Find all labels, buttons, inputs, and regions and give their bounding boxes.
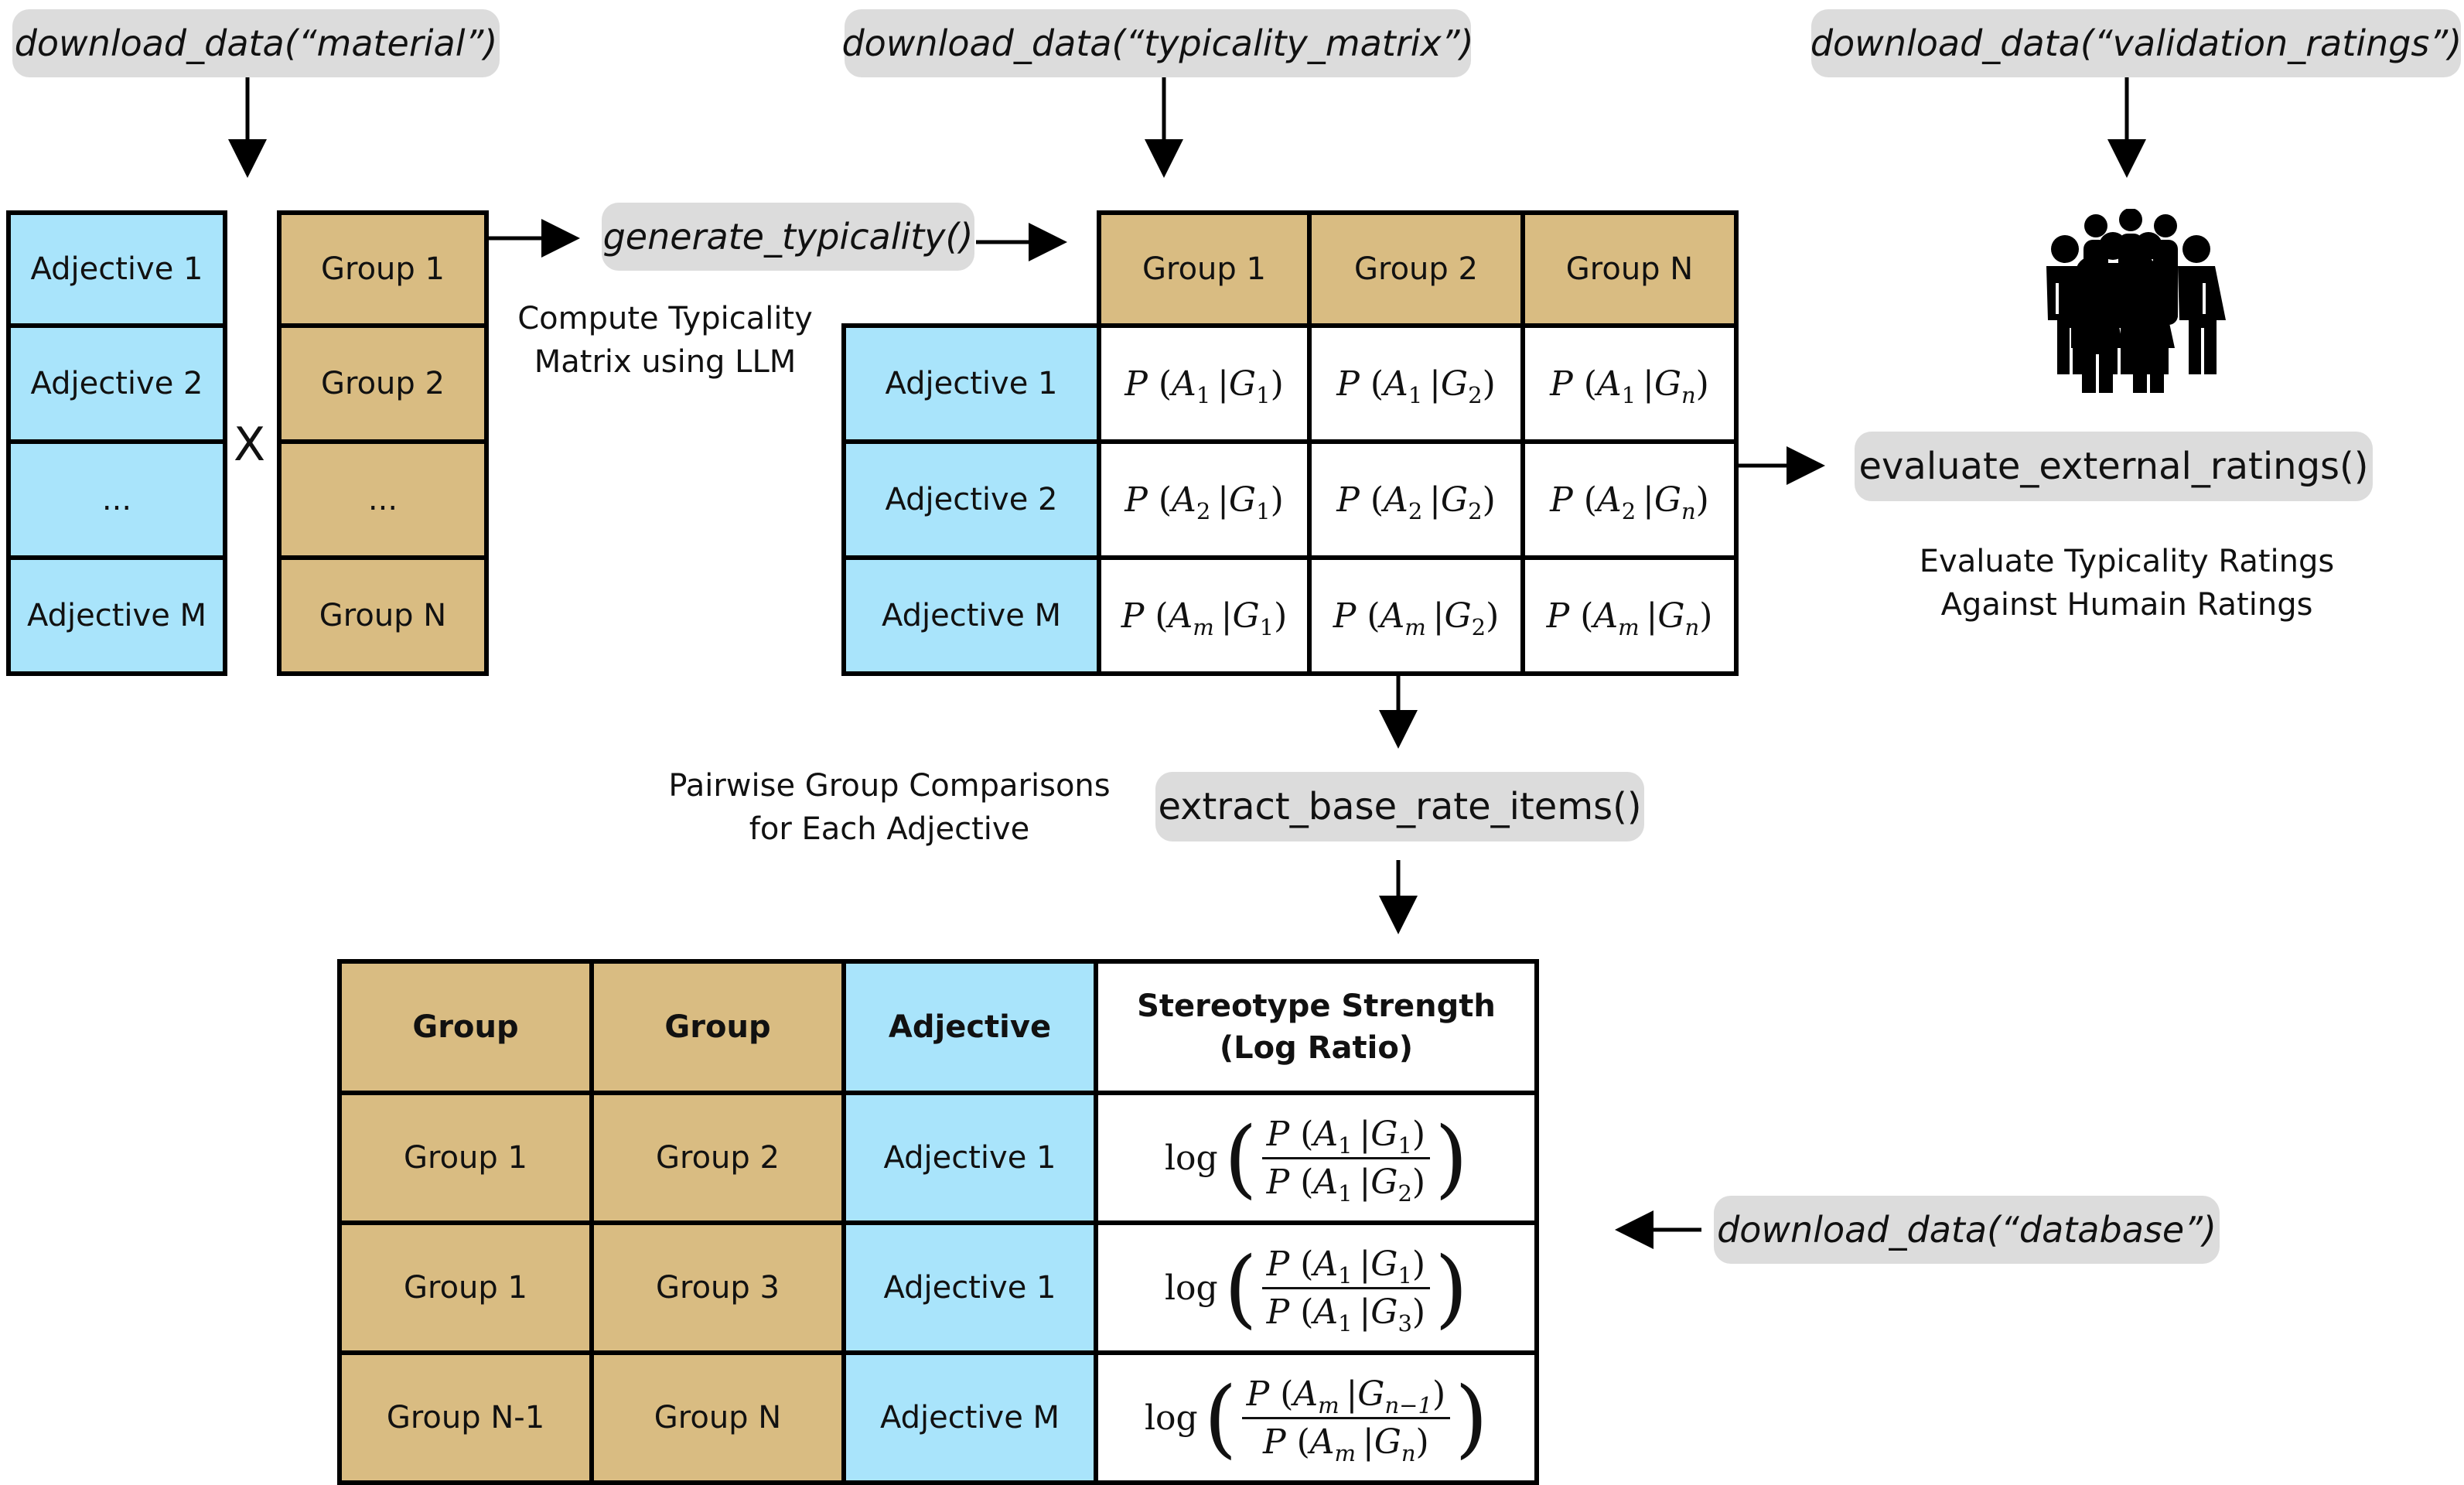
group-list-item: Group N: [277, 555, 489, 676]
note-line: for Each Adjective: [749, 811, 1030, 847]
note-line: Against Humain Ratings: [1940, 587, 2313, 623]
table-cell-group: Group 1: [337, 1220, 594, 1355]
matrix-probability-cell: P (Am |G2): [1307, 555, 1525, 676]
matrix-column-header: Group N: [1520, 210, 1739, 328]
table-cell-adjective: Adjective 1: [841, 1091, 1098, 1225]
matrix-probability-cell: P (A1 |G1): [1097, 323, 1312, 444]
table-header-group: Group: [337, 959, 594, 1095]
evaluate-ratings-note: Evaluate Typicality Ratings Against Huma…: [1879, 540, 2374, 626]
table-cell-log-ratio: log( P (A1 |G1) P (A1 |G2) ): [1094, 1091, 1539, 1225]
download-typicality-matrix-call: download_data(“typicality_matrix”): [841, 9, 1474, 77]
table-header-adjective: Adjective: [841, 959, 1098, 1095]
adjective-list-item: Adjective 2: [6, 323, 227, 444]
table-cell-group: Group N: [589, 1350, 846, 1485]
table-cell-adjective: Adjective 1: [841, 1220, 1098, 1355]
header-line: Stereotype Strength: [1137, 988, 1496, 1024]
adjective-list-item: Adjective M: [6, 555, 227, 676]
group-list-item: Group 1: [277, 210, 489, 328]
note-line: Matrix using LLM: [534, 344, 797, 380]
matrix-row-header: Adjective M: [841, 555, 1101, 676]
table-cell-adjective: Adjective M: [841, 1350, 1098, 1485]
matrix-probability-cell: P (Am |Gn): [1520, 555, 1739, 676]
header-line: (Log Ratio): [1219, 1030, 1414, 1066]
pairwise-comparisons-note: Pairwise Group Comparisons for Each Adje…: [657, 764, 1121, 851]
matrix-column-header: Group 2: [1307, 210, 1525, 328]
note-line: Pairwise Group Comparisons: [668, 768, 1111, 804]
group-list-item: Group 2: [277, 323, 489, 444]
matrix-row-header: Adjective 1: [841, 323, 1101, 444]
matrix-probability-cell: P (Am |G1): [1097, 555, 1312, 676]
matrix-column-header: Group 1: [1097, 210, 1312, 328]
adjective-list-item: Adjective 1: [6, 210, 227, 328]
table-header-stereotype-strength: Stereotype Strength (Log Ratio): [1094, 959, 1539, 1095]
matrix-probability-cell: P (A1 |Gn): [1520, 323, 1739, 444]
matrix-probability-cell: P (A2 |G1): [1097, 439, 1312, 560]
table-cell-group: Group 3: [589, 1220, 846, 1355]
download-material-call: download_data(“material”): [12, 9, 500, 77]
matrix-probability-cell: P (A2 |G2): [1307, 439, 1525, 560]
matrix-probability-cell: P (A1 |G2): [1307, 323, 1525, 444]
note-line: Evaluate Typicality Ratings: [1919, 544, 2335, 579]
note-line: Compute Typicality: [517, 301, 813, 336]
extract-base-rate-items-call: extract_base_rate_items(): [1155, 772, 1644, 842]
generate-typicality-call: generate_typicality(): [602, 203, 974, 271]
table-cell-group: Group 1: [337, 1091, 594, 1225]
compute-typicality-note: Compute Typicality Matrix using LLM: [514, 297, 816, 384]
table-header-group: Group: [589, 959, 846, 1095]
download-database-call: download_data(“database”): [1714, 1196, 2220, 1264]
table-cell-group: Group N-1: [337, 1350, 594, 1485]
download-validation-ratings-call: download_data(“validation_ratings”): [1810, 9, 2462, 77]
table-cell-log-ratio: log( P (A1 |G1) P (A1 |G3) ): [1094, 1220, 1539, 1355]
matrix-probability-cell: P (A2 |Gn): [1520, 439, 1739, 560]
people-group-icon: [2046, 209, 2226, 393]
table-cell-log-ratio: log( P (Am |Gn−1) P (Am |Gn) ): [1094, 1350, 1539, 1485]
matrix-row-header: Adjective 2: [841, 439, 1101, 560]
adjective-list-item: ...: [6, 439, 227, 560]
group-list-item: ...: [277, 439, 489, 560]
table-cell-group: Group 2: [589, 1091, 846, 1225]
evaluate-external-ratings-call: evaluate_external_ratings(): [1855, 432, 2373, 501]
cross-product-symbol: X: [234, 418, 266, 472]
